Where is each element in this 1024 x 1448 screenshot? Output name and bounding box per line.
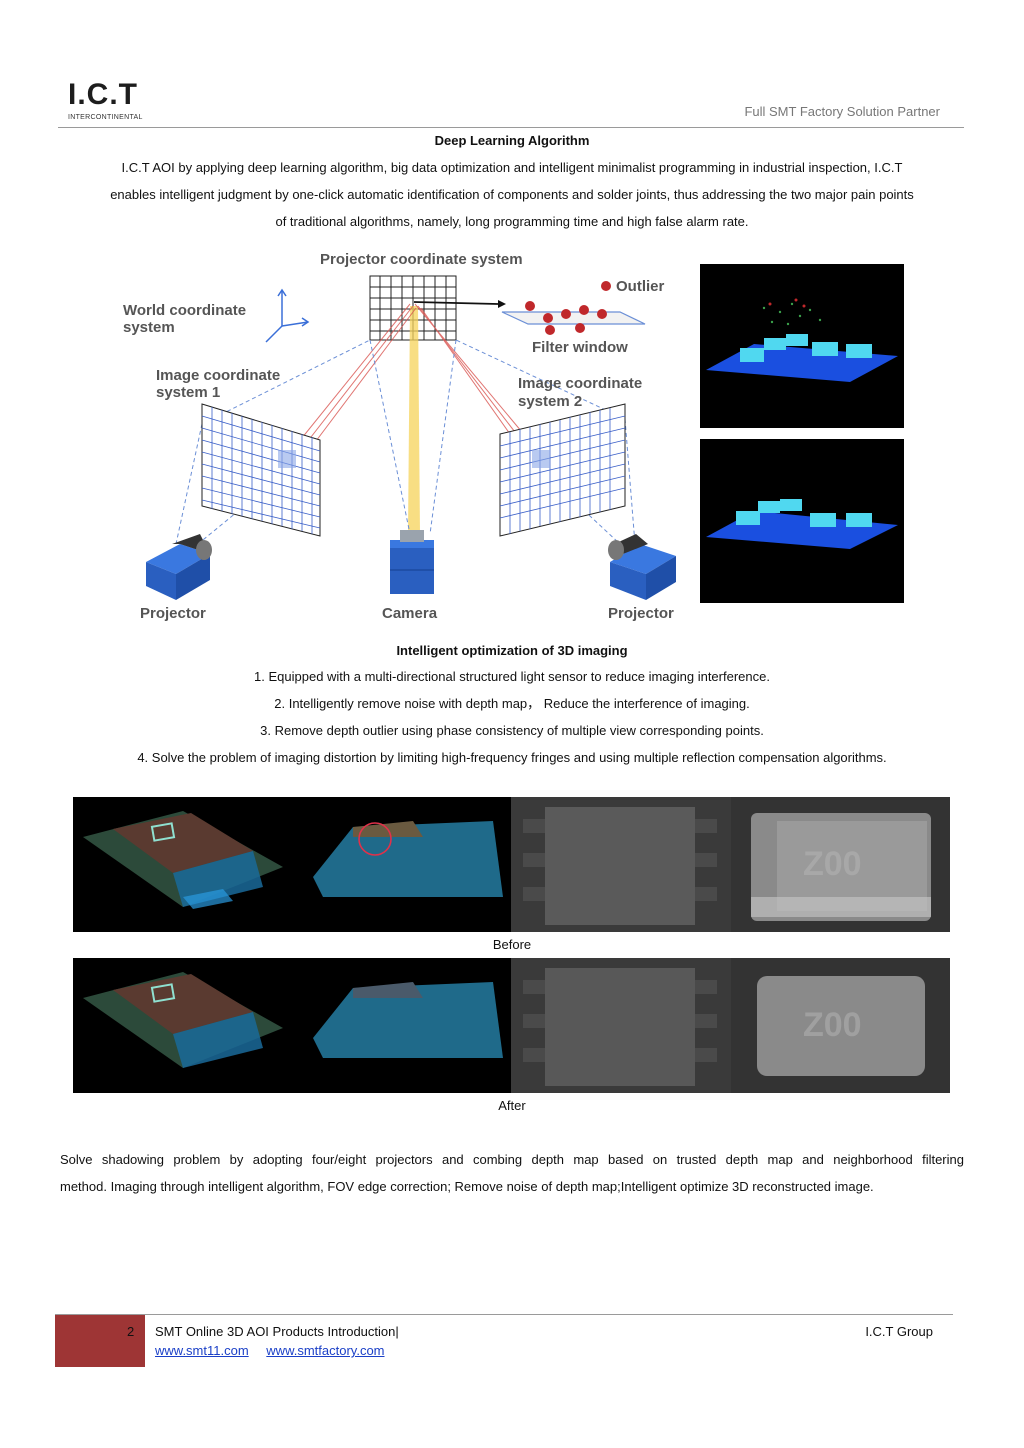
header-tagline: Full SMT Factory Solution Partner — [744, 104, 940, 119]
optimization-item-3: 3. Remove depth outlier using phase cons… — [260, 723, 764, 738]
arrow-to-filter — [413, 301, 499, 305]
filter-points — [525, 301, 607, 335]
filter-window-plane — [501, 311, 646, 325]
optimization-item-2: 2. Intelligently remove noise with depth… — [274, 696, 750, 711]
after-gray-chip-2: Z00 — [731, 958, 950, 1093]
before-3d-chip-left — [73, 797, 293, 932]
world-system-label-1: World coordinate — [123, 302, 246, 319]
image-system-1-label-b: system 1 — [156, 384, 220, 401]
company-logo: I.C.T INTERCONTINENTAL — [68, 78, 168, 122]
before-image-strip: Z00 — [73, 797, 950, 932]
before-3d-chip-right — [293, 797, 511, 932]
logo-subtext: INTERCONTINENTAL — [68, 114, 143, 121]
link-smtfactory[interactable]: www.smtfactory.com — [266, 1343, 385, 1358]
light-beam — [408, 306, 420, 534]
optimization-item-4: 4. Solve the problem of imaging distorti… — [137, 750, 887, 765]
image-plane-left — [201, 403, 321, 537]
label-camera: Camera — [382, 605, 438, 622]
camera-device — [390, 530, 434, 594]
after-3d-chip-left — [73, 958, 293, 1093]
image-system-2-label-a: Image coordinate — [518, 375, 642, 392]
filter-window-label: Filter window — [532, 339, 628, 356]
structured-light-diagram: World coordinate system Projector coordi… — [110, 244, 690, 629]
logo-text: I.C.T — [68, 78, 138, 111]
intro-line-2: enables intelligent judgment by one-clic… — [110, 187, 914, 202]
label-projector-left: Projector — [140, 605, 206, 622]
after-chip-marking: Z00 — [803, 1006, 862, 1044]
page-number: 2 — [127, 1324, 135, 1339]
before-gray-chip-1 — [511, 797, 731, 932]
footer-links: www.smt11.com www.smtfactory.com — [155, 1343, 399, 1358]
before-chip-marking: Z00 — [803, 845, 862, 883]
projector-left-device — [146, 534, 212, 600]
outlier-label: Outlier — [616, 278, 665, 295]
arrow-head — [498, 300, 506, 308]
outlier-dot — [601, 281, 611, 291]
world-system-label-2: system — [123, 319, 175, 336]
projector-system-label: Projector coordinate system — [320, 251, 523, 268]
intro-line-1: I.C.T AOI by applying deep learning algo… — [121, 160, 903, 175]
caption-before: Before — [492, 937, 532, 952]
intro-line-3: of traditional algorithms, namely, long … — [275, 214, 749, 229]
render-with-outliers — [700, 264, 904, 428]
image-plane-right — [499, 403, 626, 537]
section-title-3d-imaging: Intelligent optimization of 3D imaging — [396, 643, 628, 658]
footer-accent-block — [55, 1315, 145, 1367]
world-axes — [265, 288, 310, 343]
section-title-deep-learning: Deep Learning Algorithm — [434, 133, 590, 148]
optimization-item-1: 1. Equipped with a multi-directional str… — [254, 669, 770, 684]
after-3d-chip-right — [293, 958, 511, 1093]
summary-line-2: method. Imaging through intelligent algo… — [60, 1179, 874, 1194]
footer-group: I.C.T Group — [865, 1324, 933, 1339]
page-header: I.C.T INTERCONTINENTAL Full SMT Factory … — [58, 72, 964, 128]
caption-after: After — [498, 1098, 526, 1113]
footer-title: SMT Online 3D AOI Products Introduction| — [155, 1324, 399, 1339]
image-system-1-label-a: Image coordinate — [156, 367, 280, 384]
image-system-2-label-b: system 2 — [518, 393, 582, 410]
link-smt11[interactable]: www.smt11.com — [155, 1343, 249, 1358]
after-gray-chip-1 — [511, 958, 731, 1093]
label-projector-right: Projector — [608, 605, 674, 622]
projector-right-device — [608, 534, 676, 600]
after-image-strip: Z00 — [73, 958, 950, 1093]
before-gray-chip-2: Z00 — [731, 797, 950, 932]
summary-line-1: Solve shadowing problem by adopting four… — [60, 1152, 964, 1167]
page-footer: 2 SMT Online 3D AOI Products Introductio… — [55, 1314, 953, 1367]
render-filtered — [700, 439, 904, 603]
